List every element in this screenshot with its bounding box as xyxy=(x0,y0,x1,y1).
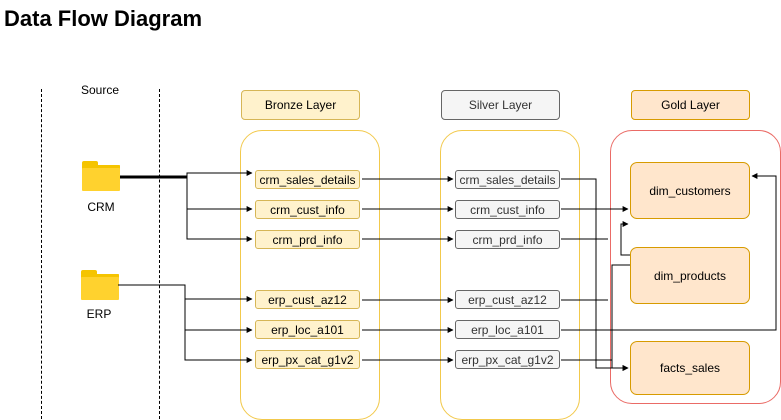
silver-table-erp-loc-a101: erp_loc_a101 xyxy=(455,320,560,339)
gold-dim-products: dim_products xyxy=(630,247,750,304)
bronze-table-crm-prd-info: crm_prd_info xyxy=(255,230,360,249)
source-container xyxy=(41,89,160,419)
silver-layer-header: Silver Layer xyxy=(441,90,560,120)
gold-facts-sales: facts_sales xyxy=(630,341,750,395)
folder-icon xyxy=(81,270,119,300)
silver-table-crm-prd-info: crm_prd_info xyxy=(455,230,560,249)
bronze-layer-header: Bronze Layer xyxy=(241,90,360,120)
gold-dim-customers: dim_customers xyxy=(630,162,750,219)
bronze-table-crm-sales-details: crm_sales_details xyxy=(255,170,360,189)
silver-table-erp-cust-az12: erp_cust_az12 xyxy=(455,290,560,309)
folder-icon xyxy=(82,161,120,191)
source-crm-label: CRM xyxy=(87,200,115,214)
connector-lines xyxy=(118,170,777,371)
bronze-table-erp-loc-a101: erp_loc_a101 xyxy=(255,320,360,339)
page-title: Data Flow Diagram xyxy=(4,6,203,31)
source-title: Source xyxy=(60,83,140,97)
silver-table-crm-sales-details: crm_sales_details xyxy=(455,170,560,189)
gold-layer-header: Gold Layer xyxy=(631,90,750,120)
bronze-table-crm-cust-info: crm_cust_info xyxy=(255,200,360,219)
source-erp-label: ERP xyxy=(86,307,112,321)
silver-table-erp-px-cat-g1v2: erp_px_cat_g1v2 xyxy=(455,350,560,369)
silver-table-crm-cust-info: crm_cust_info xyxy=(455,200,560,219)
bronze-table-erp-px-cat-g1v2: erp_px_cat_g1v2 xyxy=(255,350,360,369)
bronze-table-erp-cust-az12: erp_cust_az12 xyxy=(255,290,360,309)
